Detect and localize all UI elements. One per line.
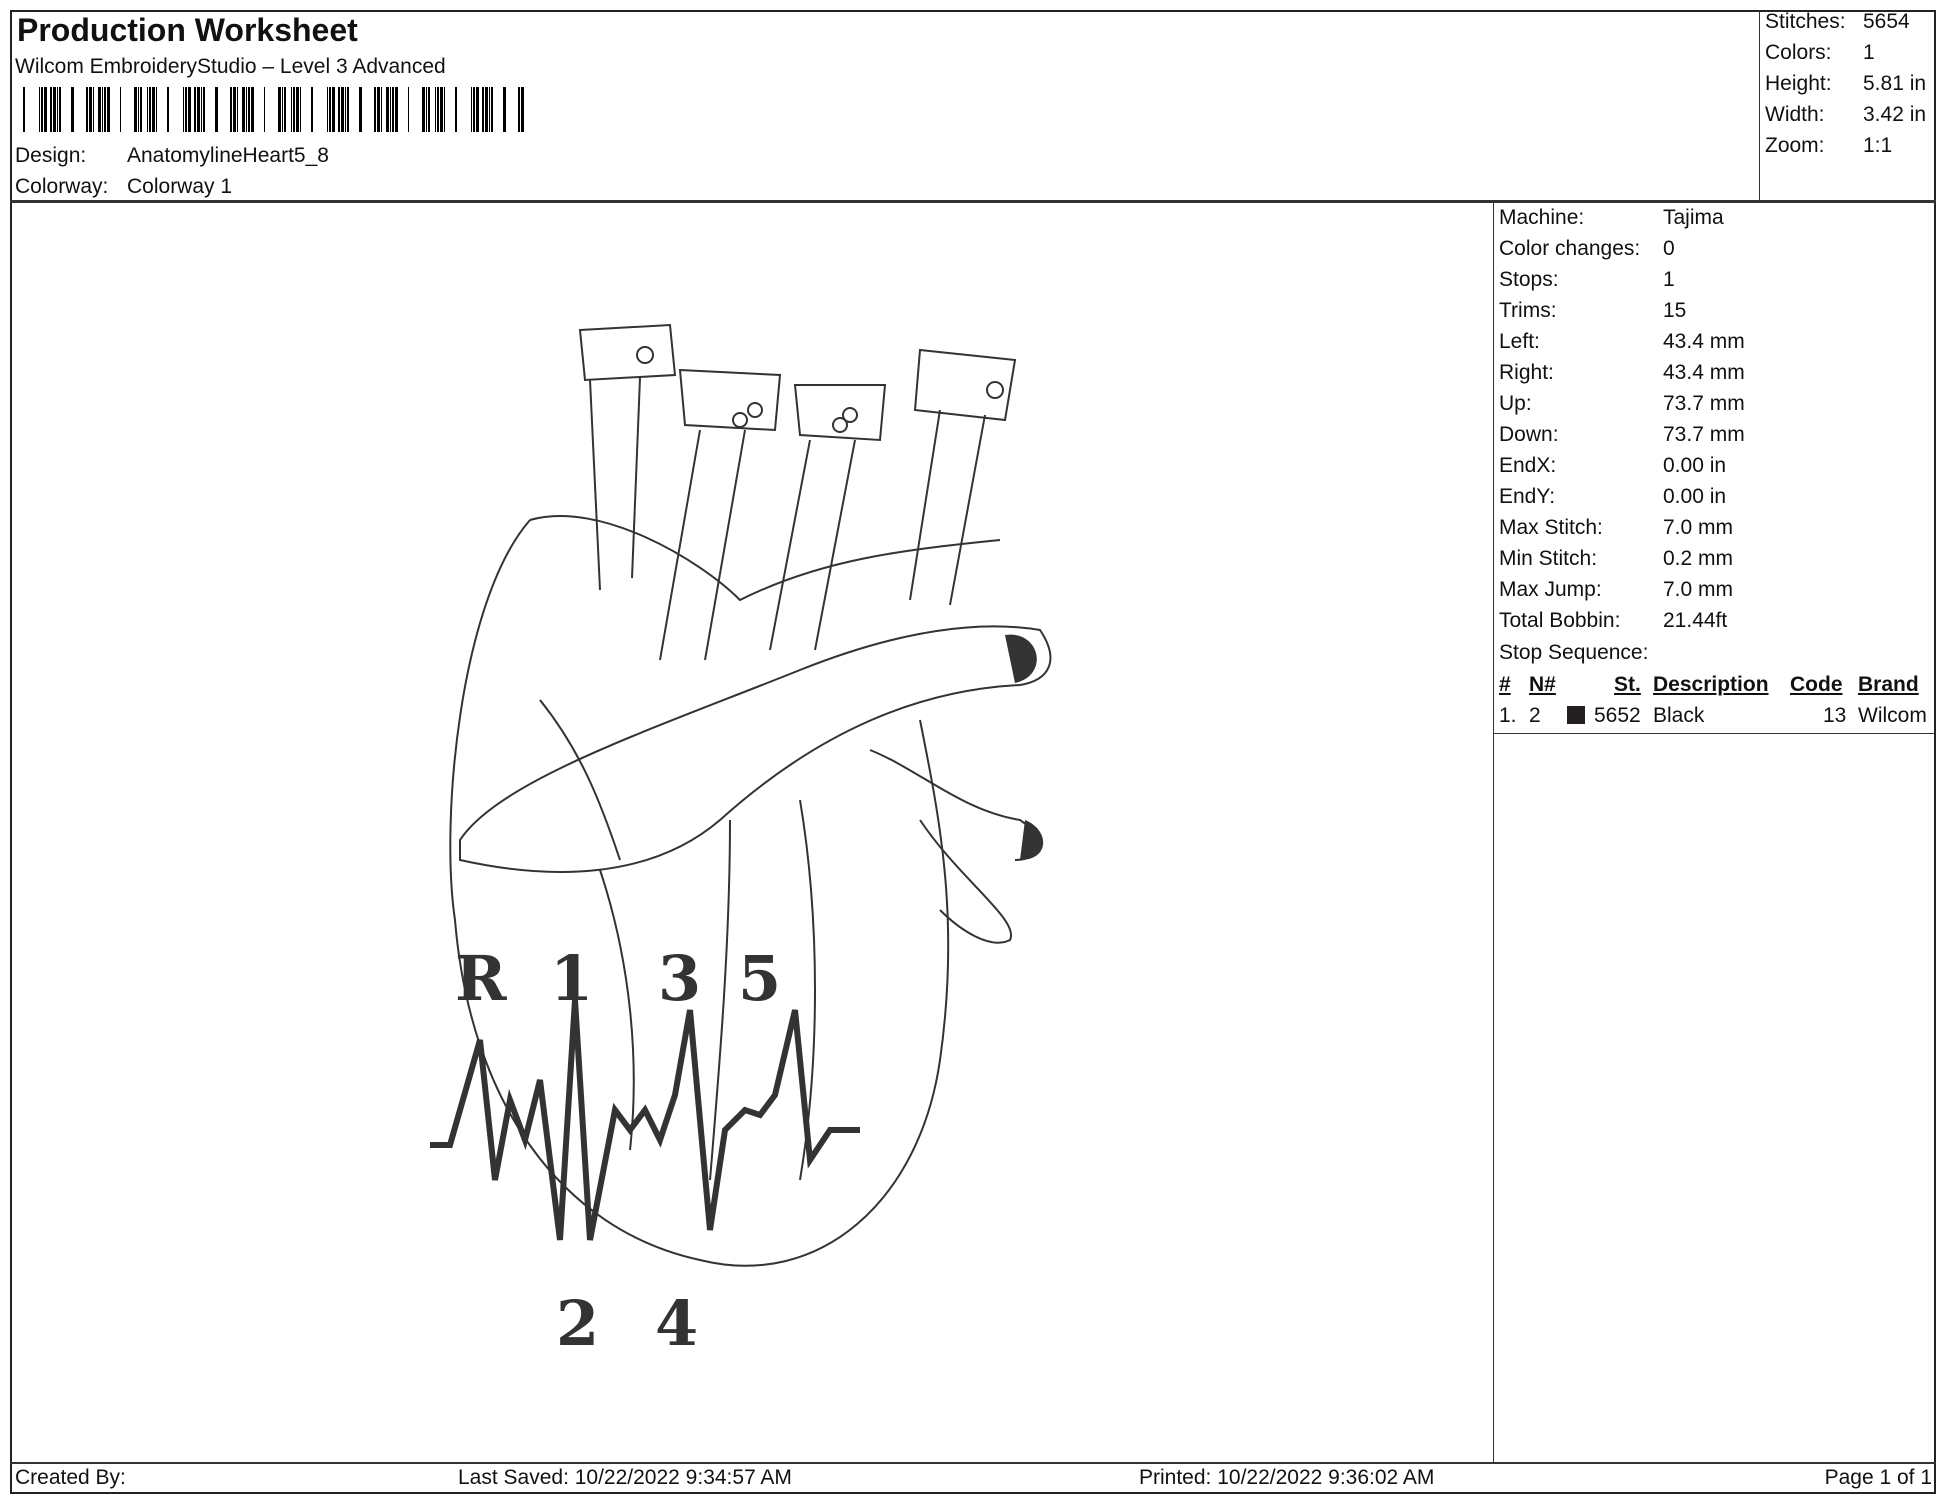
col-description: Description bbox=[1653, 673, 1769, 696]
col-brand: Brand bbox=[1858, 673, 1919, 696]
info-value: 43.4 mm bbox=[1663, 361, 1745, 384]
summary-label: Width: bbox=[1765, 103, 1825, 126]
info-label: Max Jump: bbox=[1499, 578, 1602, 601]
summary-value: 5654 bbox=[1863, 10, 1910, 33]
col-code: Code bbox=[1790, 673, 1843, 696]
info-value: 0.2 mm bbox=[1663, 547, 1734, 570]
ecg-line bbox=[430, 999, 860, 1241]
info-value: 7.0 mm bbox=[1663, 516, 1734, 539]
ecg-label-3: 3 bbox=[658, 942, 701, 1015]
ecg-label-4: 4 bbox=[655, 1287, 698, 1360]
stop-sequence-title: Stop Sequence: bbox=[1499, 641, 1649, 664]
row-num: 1. bbox=[1499, 704, 1517, 727]
created-by: Created By: bbox=[15, 1466, 126, 1489]
info-value: 0.00 in bbox=[1663, 454, 1727, 477]
info-label: Stops: bbox=[1499, 268, 1559, 291]
info-label: Trims: bbox=[1499, 299, 1557, 322]
summary-label: Height: bbox=[1765, 72, 1832, 95]
ecg-label-r: R bbox=[455, 942, 507, 1015]
info-label: Color changes: bbox=[1499, 237, 1641, 260]
summary-label: Zoom: bbox=[1765, 134, 1825, 157]
stop-table-divider bbox=[1493, 733, 1936, 734]
info-label: Up: bbox=[1499, 392, 1532, 415]
barcode bbox=[23, 87, 524, 132]
row-brand: Wilcom bbox=[1858, 704, 1927, 727]
info-value: 43.4 mm bbox=[1663, 330, 1745, 353]
ecg-label-5: 5 bbox=[738, 942, 781, 1015]
col-num: # bbox=[1499, 673, 1511, 696]
info-value: 21.44ft bbox=[1663, 609, 1728, 632]
design-label: Design: bbox=[15, 144, 87, 167]
col-stitches: St. bbox=[1614, 673, 1641, 696]
info-label: Max Stitch: bbox=[1499, 516, 1603, 539]
info-panel-divider bbox=[1493, 202, 1494, 1462]
footer-divider bbox=[10, 1462, 1936, 1464]
printed-date: Printed: 10/22/2022 9:36:02 AM bbox=[1139, 1466, 1435, 1489]
info-value: 0 bbox=[1663, 237, 1675, 260]
worksheet-frame bbox=[10, 10, 1936, 1494]
info-label: Total Bobbin: bbox=[1499, 609, 1621, 632]
summary-divider bbox=[1759, 10, 1760, 202]
ecg-label-1: 1 bbox=[550, 942, 593, 1015]
info-value: 1 bbox=[1663, 268, 1675, 291]
info-label: Down: bbox=[1499, 423, 1559, 446]
header-divider bbox=[10, 200, 1936, 203]
design-preview: R 1 3 5 2 4 bbox=[430, 323, 1052, 1360]
col-needle: N# bbox=[1529, 673, 1556, 696]
summary-value: 5.81 in bbox=[1863, 72, 1927, 95]
info-label: EndX: bbox=[1499, 454, 1557, 477]
summary-label: Colors: bbox=[1765, 41, 1832, 64]
summary-value: 1:1 bbox=[1863, 134, 1893, 157]
info-label: Left: bbox=[1499, 330, 1540, 353]
colorway-label: Colorway: bbox=[15, 175, 109, 198]
row-needle: 2 bbox=[1529, 704, 1541, 727]
info-value: 7.0 mm bbox=[1663, 578, 1734, 601]
ecg-label-2: 2 bbox=[556, 1287, 599, 1360]
info-value: 0.00 in bbox=[1663, 485, 1727, 508]
row-code: 13 bbox=[1823, 704, 1847, 727]
heart-outline bbox=[449, 323, 1052, 1267]
info-label: Right: bbox=[1499, 361, 1554, 384]
row-description: Black bbox=[1653, 704, 1705, 727]
design-value: AnatomylineHeart5_8 bbox=[127, 144, 329, 167]
summary-value: 1 bbox=[1863, 41, 1875, 64]
info-value: 73.7 mm bbox=[1663, 423, 1745, 446]
row-stitches: 5652 bbox=[1594, 704, 1641, 727]
info-label: Min Stitch: bbox=[1499, 547, 1598, 570]
colorway-value: Colorway 1 bbox=[127, 175, 233, 198]
software-name: Wilcom EmbroideryStudio – Level 3 Advanc… bbox=[15, 55, 446, 78]
info-label: Machine: bbox=[1499, 206, 1585, 229]
info-label: EndY: bbox=[1499, 485, 1556, 508]
last-saved: Last Saved: 10/22/2022 9:34:57 AM bbox=[458, 1466, 792, 1489]
info-value: 15 bbox=[1663, 299, 1687, 322]
summary-value: 3.42 in bbox=[1863, 103, 1927, 126]
color-swatch bbox=[1567, 706, 1585, 729]
info-value: 73.7 mm bbox=[1663, 392, 1745, 415]
page-number: Page 1 of 1 bbox=[1824, 1466, 1932, 1489]
page-title: Production Worksheet bbox=[17, 12, 358, 48]
info-value: Tajima bbox=[1663, 206, 1724, 229]
summary-label: Stitches: bbox=[1765, 10, 1846, 33]
